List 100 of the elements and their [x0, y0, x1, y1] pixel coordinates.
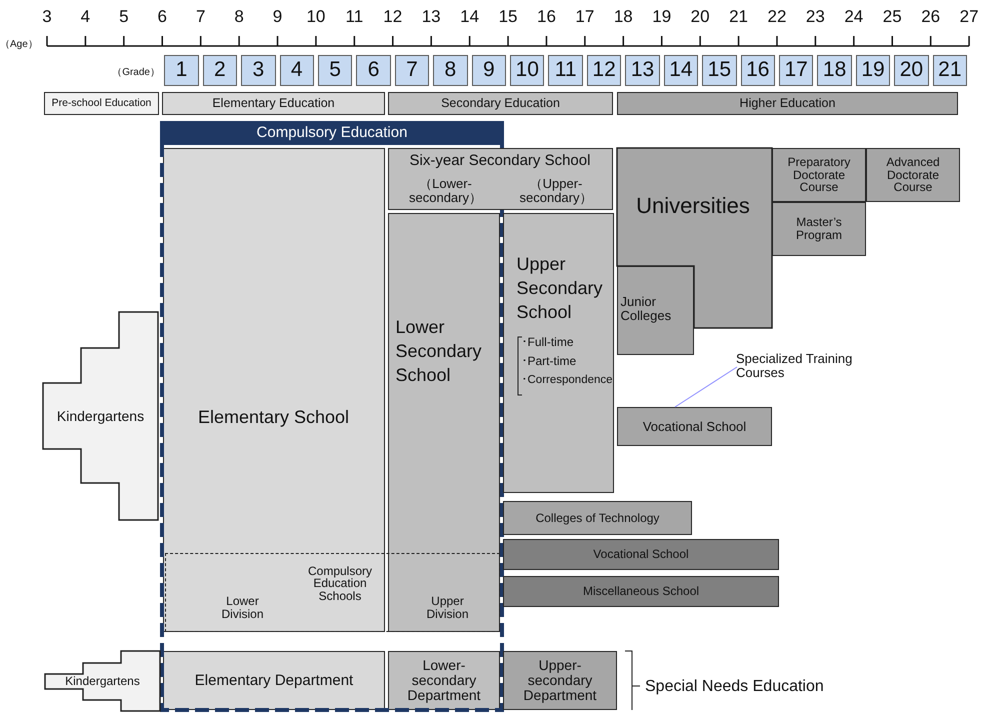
- school-box: [866, 148, 960, 202]
- school-box: [388, 213, 500, 632]
- school-box: [503, 576, 779, 607]
- grade-number: 17: [783, 57, 809, 84]
- school-name: （Upper- secondary）: [518, 174, 594, 207]
- school-name: Elementary Department: [194, 670, 354, 691]
- school-name: Kindergartens: [64, 672, 141, 690]
- school-name: Upper- secondary Department: [522, 656, 598, 705]
- age-number: 25: [882, 8, 903, 26]
- grade-number: 20: [898, 57, 924, 84]
- school-box: [617, 148, 772, 328]
- age-number: 11: [344, 8, 364, 26]
- age-number: 4: [80, 8, 92, 26]
- school-name: （Lower- secondary）: [408, 174, 483, 207]
- grade-number: 7: [405, 57, 419, 84]
- age-number: 19: [651, 8, 672, 26]
- grade-box: [894, 55, 929, 86]
- school-box: [163, 651, 385, 710]
- age-number: 22: [766, 8, 788, 26]
- age-number: 27: [958, 8, 980, 26]
- stage-band: [617, 92, 958, 115]
- age-number: 10: [305, 8, 326, 26]
- school-name: Vocational School: [642, 418, 748, 436]
- school-name: Lower- secondary Department: [406, 656, 482, 705]
- school-name: Preparatory Doctorate Course: [786, 154, 852, 196]
- age-number: 26: [920, 8, 942, 26]
- age-number: 9: [272, 8, 284, 26]
- grade-number: 2: [213, 57, 227, 84]
- age-number: 13: [420, 8, 442, 26]
- stage-band: [44, 92, 159, 115]
- grade-box: [394, 55, 430, 86]
- age-number: 7: [194, 8, 206, 26]
- list-item: ･Part-time: [522, 354, 578, 370]
- dashed-region: [165, 553, 500, 632]
- stage-name: Elementary Education: [211, 94, 336, 112]
- age-number: 5: [118, 8, 130, 26]
- age-number: 8: [233, 8, 245, 26]
- grade-box: [164, 55, 199, 86]
- grade-box: [664, 55, 698, 86]
- kindergarten-shape: [45, 651, 160, 711]
- grade-box: [548, 55, 583, 86]
- grade-box: [856, 55, 890, 86]
- school-name: Compulsory Education Schools: [306, 563, 374, 604]
- school-box: [772, 202, 866, 256]
- school-name: Six-year Secondary School: [408, 152, 592, 170]
- school-box: [503, 539, 779, 570]
- school-name: Lower Division: [220, 592, 264, 622]
- stage-band: [162, 92, 385, 115]
- school-box: [388, 651, 500, 710]
- grade-number: 18: [822, 57, 848, 84]
- grade-number: 19: [860, 57, 886, 84]
- school-box: [772, 148, 866, 202]
- grade-box: [510, 55, 544, 86]
- school-name: Junior Colleges: [620, 294, 672, 325]
- grade-number: 6: [366, 57, 380, 84]
- grade-box: [280, 55, 314, 86]
- list-item: ･Correspondence: [522, 374, 610, 388]
- grade-number: 11: [554, 57, 578, 84]
- grade-number: 3: [251, 57, 266, 84]
- leader-line: [674, 366, 738, 408]
- grade-number: 1: [174, 57, 188, 84]
- grade-box: [433, 55, 468, 86]
- grade-number: 15: [706, 57, 732, 84]
- grade-box: [817, 55, 852, 86]
- kindergarten-shape: [43, 312, 158, 520]
- axis-label: （Grade）: [111, 68, 160, 78]
- school-name: Universities: [635, 192, 751, 220]
- school-box: [388, 148, 613, 210]
- grade-number: 8: [444, 57, 458, 84]
- grade-box: [702, 55, 737, 86]
- grade-number: 21: [937, 57, 963, 84]
- grade-box: [472, 55, 506, 86]
- school-box: [617, 266, 694, 355]
- grade-number: 13: [630, 57, 656, 84]
- school-name: Master’s Program: [794, 214, 843, 244]
- school-box: [503, 213, 614, 493]
- grade-number: 10: [514, 57, 540, 84]
- stage-name: Secondary Education: [440, 94, 561, 112]
- age-number: 20: [690, 8, 711, 26]
- school-box: [503, 501, 692, 535]
- age-number: 15: [498, 8, 518, 26]
- grade-box: [241, 55, 276, 86]
- age-number: 24: [843, 8, 864, 26]
- stage-name: Higher Education: [738, 94, 836, 112]
- age-number: 12: [382, 8, 404, 26]
- school-name: Elementary School: [196, 406, 350, 429]
- grade-box: [625, 55, 660, 86]
- grade-box: [586, 55, 622, 86]
- school-name: Lower Secondary School: [396, 316, 483, 388]
- stage-name: Pre-school Education: [50, 96, 152, 111]
- grade-number: 14: [668, 57, 694, 84]
- age-number: 21: [728, 8, 749, 26]
- school-box: [617, 407, 772, 446]
- age-number: 6: [156, 8, 168, 26]
- age-number: 16: [536, 8, 557, 26]
- grade-box: [778, 55, 814, 86]
- age-number: 3: [41, 8, 53, 26]
- axis-label: （Age）: [0, 40, 39, 50]
- age-number: 17: [574, 8, 596, 26]
- school-box: [163, 148, 385, 632]
